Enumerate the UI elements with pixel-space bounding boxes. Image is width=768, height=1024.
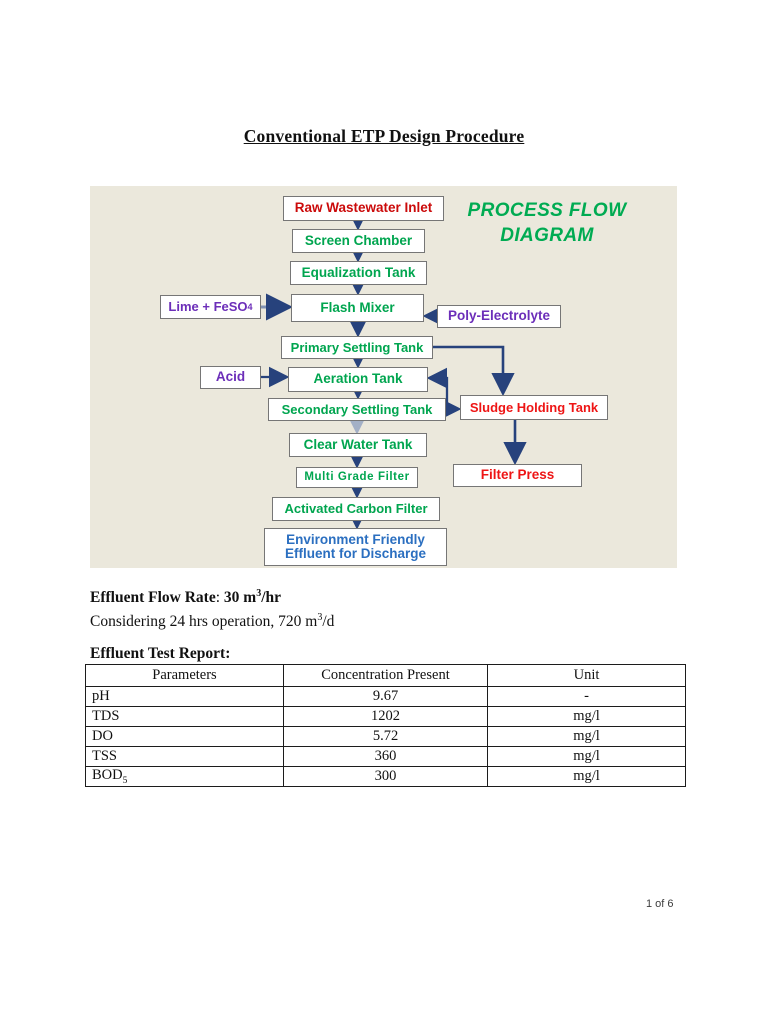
node-equalization-tank: Equalization Tank — [290, 261, 427, 285]
flow-rate-separator: : — [215, 589, 224, 606]
unit-cell: - — [487, 686, 686, 707]
value-cell: 1202 — [283, 706, 488, 727]
flow-rate-label: Effluent Flow Rate — [90, 589, 216, 606]
node-primary-settling-tank: Primary Settling Tank — [281, 336, 433, 359]
operation-note-line: Considering 24 hrs operation, 720 m3/d — [90, 612, 334, 631]
node-aeration-tank: Aeration Tank — [288, 367, 428, 392]
node-clear-water-tank: Clear Water Tank — [289, 433, 427, 457]
node-screen-chamber: Screen Chamber — [292, 229, 425, 253]
unit-cell: mg/l — [487, 706, 686, 727]
node-poly-electrolyte: Poly-Electrolyte — [437, 305, 561, 328]
column-header-parameters: Parameters — [85, 664, 284, 687]
value-cell: 9.67 — [283, 686, 488, 707]
bod-subscript: 5 — [122, 775, 128, 786]
diagram-heading-line2: DIAGRAM — [500, 225, 594, 246]
page-title: Conventional ETP Design Procedure — [243, 126, 525, 146]
operation-note-superscript: 3 — [317, 612, 323, 623]
param-cell: BOD5 — [85, 766, 284, 787]
param-cell: DO — [85, 726, 284, 747]
flow-rate-superscript: 3 — [256, 588, 262, 599]
node-activated-carbon-filter: Activated Carbon Filter — [272, 497, 440, 521]
column-header-concentration: Concentration Present — [283, 664, 488, 687]
unit-cell: mg/l — [487, 746, 686, 767]
report-heading: Effluent Test Report: — [90, 645, 231, 662]
environment-line1: Environment Friendly — [286, 531, 425, 547]
table-row: TSS 360 mg/l — [85, 746, 686, 767]
node-flash-mixer: Flash Mixer — [291, 294, 424, 322]
table-row: TDS 1202 mg/l — [85, 706, 686, 727]
node-multi-grade-filter: Multi Grade Filter — [296, 467, 418, 488]
node-filter-press: Filter Press — [453, 464, 582, 487]
param-cell: TSS — [85, 746, 284, 767]
page-number: 1 of 6 — [646, 898, 674, 910]
value-cell: 5.72 — [283, 726, 488, 747]
flow-rate-value: 30 m — [223, 589, 257, 606]
node-acid: Acid — [200, 366, 261, 389]
diagram-heading: PROCESS FLOW DIAGRAM — [438, 198, 656, 248]
flow-arrows — [261, 209, 527, 530]
node-sludge-holding-tank: Sludge Holding Tank — [460, 395, 608, 420]
param-cell: TDS — [85, 706, 284, 727]
effluent-test-report-table: Parameters Concentration Present Unit pH… — [85, 664, 686, 787]
table-row: BOD5 300 mg/l — [85, 766, 686, 787]
node-raw-wastewater-inlet: Raw Wastewater Inlet — [283, 196, 444, 221]
operation-note-text: Considering 24 hrs operation, 720 m — [90, 613, 318, 630]
effluent-flow-rate-line: Effluent Flow Rate: 30 m3/hr — [90, 588, 281, 607]
bod-label: BOD — [92, 767, 123, 784]
node-secondary-settling-tank: Secondary Settling Tank — [268, 398, 446, 421]
process-flow-diagram: PROCESS FLOW DIAGRAM Raw Wastewater Inle… — [90, 186, 677, 568]
table-header-row: Parameters Concentration Present Unit — [85, 664, 686, 687]
operation-note-unit: /d — [322, 613, 335, 630]
unit-cell: mg/l — [487, 726, 686, 747]
flow-rate-unit: /hr — [261, 589, 281, 606]
diagram-heading-line1: PROCESS FLOW — [467, 200, 627, 221]
column-header-unit: Unit — [487, 664, 686, 687]
arrow-primary-to-sludge — [433, 345, 515, 397]
value-cell: 360 — [283, 746, 488, 767]
table-row: DO 5.72 mg/l — [85, 726, 686, 747]
node-environment-friendly-effluent: Environment Friendly Effluent for Discha… — [264, 528, 447, 566]
param-cell: pH — [85, 686, 284, 707]
environment-line2: Effluent for Discharge — [284, 546, 427, 561]
unit-cell: mg/l — [487, 766, 686, 787]
table-row: pH 9.67 - — [85, 686, 686, 707]
lime-label: Lime + FeSO — [168, 299, 248, 315]
arrow-sludge-return-to-aeration — [426, 367, 449, 408]
value-cell: 300 — [283, 766, 488, 787]
